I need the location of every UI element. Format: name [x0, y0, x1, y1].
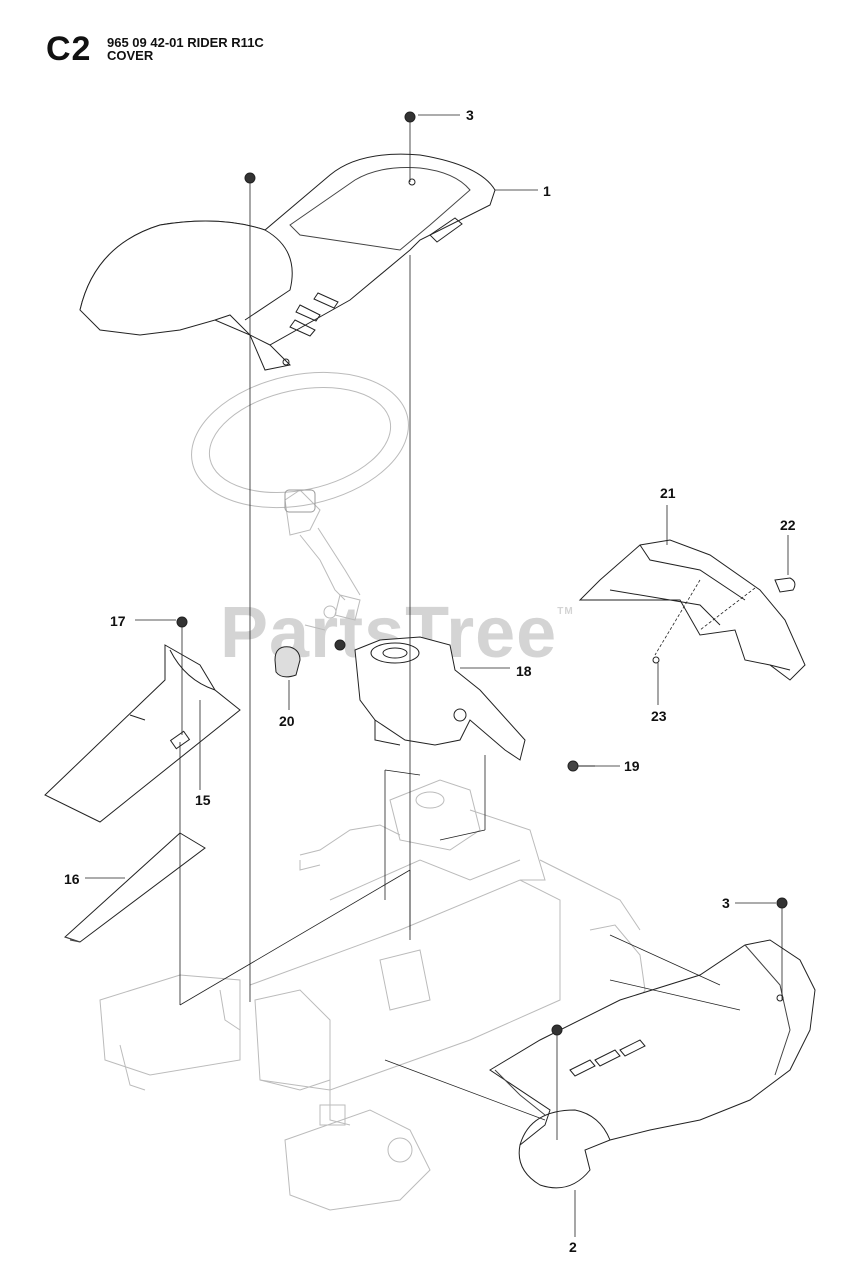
- watermark-tm: TM: [557, 606, 574, 617]
- steering-wheel: [191, 371, 409, 631]
- callout-2: 2: [569, 1239, 577, 1255]
- callout-22: 22: [780, 517, 796, 533]
- model-line: 965 09 42-01 RIDER R11C: [107, 35, 264, 50]
- leader-lines: [85, 114, 789, 1237]
- callout-3-top: 3: [466, 107, 474, 123]
- part-23-washer: [652, 656, 660, 664]
- part-1-rear-cover: [79, 153, 496, 371]
- part-18-console: [354, 636, 526, 761]
- part-2-front-cover: [489, 939, 816, 1189]
- callout-16: 16: [64, 871, 80, 887]
- callout-17: 17: [110, 613, 126, 629]
- callout-20: 20: [279, 713, 295, 729]
- callout-3-front: 3: [722, 895, 730, 911]
- part-16-mat: [64, 832, 206, 943]
- part-22-pin: [774, 577, 796, 593]
- chassis-frame: [99, 779, 646, 1211]
- callout-23: 23: [651, 708, 667, 724]
- diagram-title: COVER: [107, 48, 154, 63]
- callout-18: 18: [516, 663, 532, 679]
- assembly-lines: [179, 122, 783, 1140]
- callout-21: 21: [660, 485, 676, 501]
- callout-15: 15: [195, 792, 211, 808]
- section-code: C2: [46, 30, 92, 68]
- callout-19: 19: [624, 758, 640, 774]
- part-20-knob: [274, 646, 301, 678]
- part-15-side-panel: [44, 644, 241, 823]
- part-19-screw: [567, 760, 595, 772]
- part-21-fender: [578, 539, 806, 681]
- callout-1: 1: [543, 183, 551, 199]
